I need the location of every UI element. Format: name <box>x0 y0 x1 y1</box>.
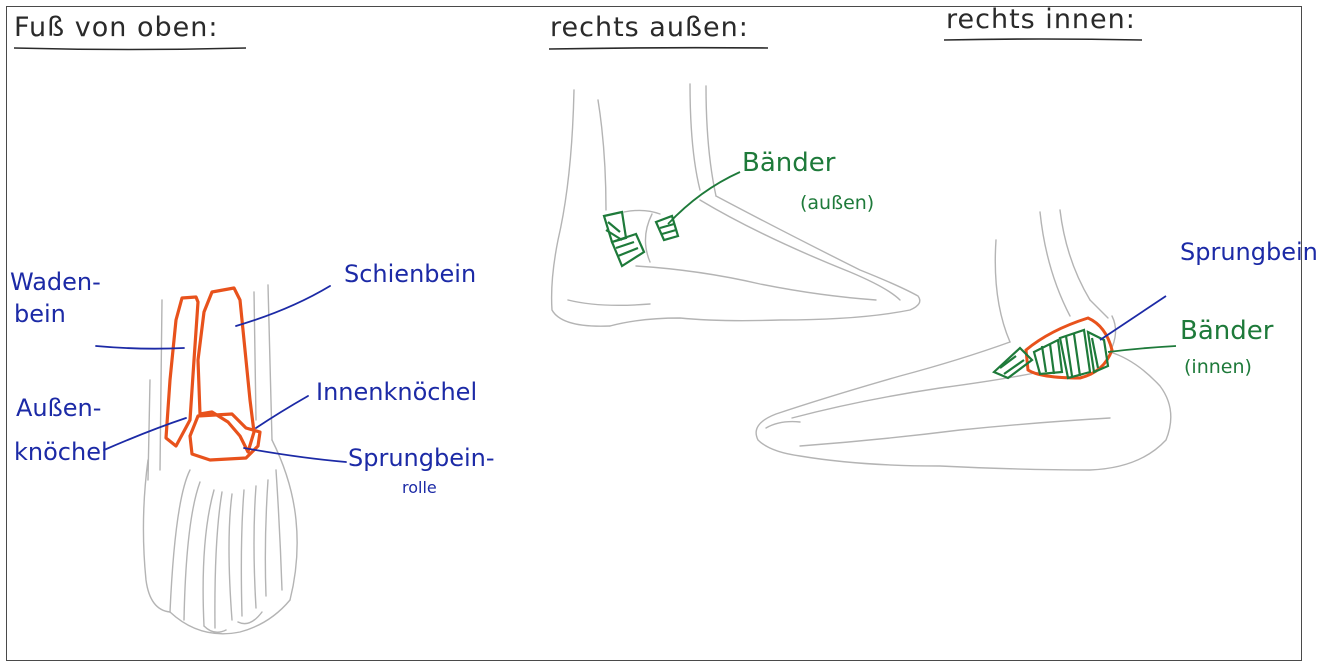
label-sprungbeinrolle-1: Sprungbein- <box>348 446 495 471</box>
label-wadenbein-1: Waden- <box>10 270 101 295</box>
label-baender-aussen: Bänder <box>742 150 835 177</box>
label-schienbein: Schienbein <box>344 262 476 287</box>
label-baender-innen: Bänder <box>1180 318 1273 345</box>
pointer-lines-top <box>96 286 346 462</box>
ligaments-inside <box>994 318 1112 378</box>
heading-right-inside: rechts innen: <box>946 6 1136 34</box>
heading-top-view: Fuß von oben: <box>14 14 218 42</box>
label-aussenknoechel-2: knöchel <box>14 440 108 465</box>
label-innenknoechel: Innenknöchel <box>316 380 477 405</box>
label-sprungbein: Sprungbein <box>1180 240 1318 265</box>
bones-outline <box>166 288 260 460</box>
label-wadenbein-2: bein <box>14 302 66 327</box>
ligaments-outside <box>604 212 678 266</box>
label-sprungbeinrolle-2: rolle <box>402 480 437 497</box>
label-innen: (innen) <box>1184 358 1252 378</box>
heading-right-outside: rechts außen: <box>550 14 749 42</box>
label-aussenknoechel-1: Außen- <box>16 396 101 421</box>
label-aussen: (außen) <box>800 194 874 214</box>
